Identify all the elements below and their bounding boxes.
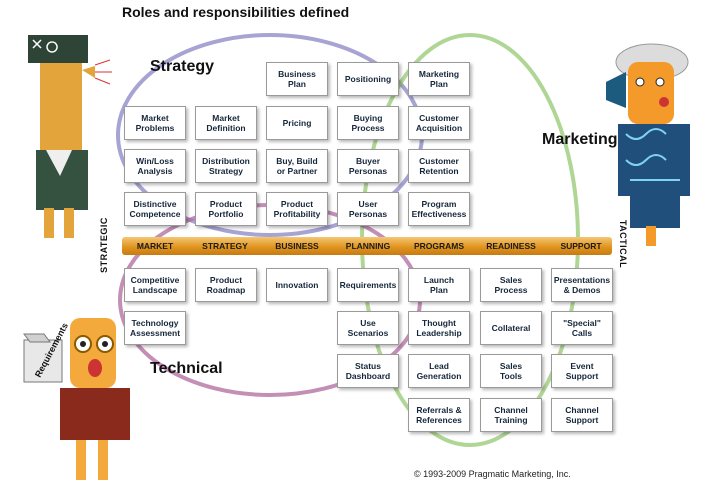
box-buy-build-partner: Buy, Build or Partner <box>266 149 328 183</box>
marketing-label: Marketing <box>542 131 618 148</box>
box-buying-process: Buying Process <box>337 106 399 140</box>
box-sales-tools: Sales Tools <box>480 354 542 388</box>
box-buyer-personas: Buyer Personas <box>337 149 399 183</box>
box-business-plan: Business Plan <box>266 62 328 96</box>
box-product-roadmap: Product Roadmap <box>195 268 257 302</box>
page-title: Roles and responsibilities defined <box>122 4 350 20</box>
box-innovation: Innovation <box>266 268 328 302</box>
box-event-support: Event Support <box>551 354 613 388</box>
marketing-character <box>606 43 690 246</box>
box-launch-plan: Launch Plan <box>408 268 470 302</box>
box-requirements: Requirements <box>337 268 399 302</box>
column-programs: PROGRAMS <box>413 241 465 251</box>
tactical-axis-label: TACTICAL <box>618 219 629 269</box>
box-channel-support: Channel Support <box>551 398 613 432</box>
box-distinctive-competence: Distinctive Competence <box>124 192 186 226</box>
column-support: SUPPORT <box>560 241 602 251</box>
strategy-character <box>28 35 112 238</box>
box-presentations-demos: Presentations & Demos <box>551 268 613 302</box>
column-planning: PLANNING <box>345 241 391 251</box>
technical-character <box>23 318 130 480</box>
box-channel-training: Channel Training <box>480 398 542 432</box>
box-status-dashboard: Status Dashboard <box>337 354 399 388</box>
box-thought-leadership: Thought Leadership <box>408 311 470 345</box>
box-lead-generation: Lead Generation <box>408 354 470 388</box>
strategic-axis-label: STRATEGIC <box>98 217 109 273</box>
box-product-profitability: Product Profitability <box>266 192 328 226</box>
box-competitive-landscape: Competitive Landscape <box>124 268 186 302</box>
column-market: MARKET <box>136 241 174 251</box>
category-band <box>122 237 612 255</box>
box-customer-retention: Customer Retention <box>408 149 470 183</box>
box-collateral: Collateral <box>480 311 542 345</box>
column-strategy: STRATEGY <box>202 241 248 251</box>
box-pricing: Pricing <box>266 106 328 140</box>
box-positioning: Positioning <box>337 62 399 96</box>
box-win-loss-analysis: Win/Loss Analysis <box>124 149 186 183</box>
box-customer-acquisition: Customer Acquisition <box>408 106 470 140</box>
strategy-label: Strategy <box>150 58 215 75</box>
box-product-portfolio: Product Portfolio <box>195 192 257 226</box>
box-program-effectiveness: Program Effectiveness <box>408 192 470 226</box>
box-marketing-plan: Marketing Plan <box>408 62 470 96</box>
box-sales-process: Sales Process <box>480 268 542 302</box>
box-referrals-references: Referrals & References <box>408 398 470 432</box>
box-market-problems: Market Problems <box>124 106 186 140</box>
box-technology-assessment: Technology Assessment <box>124 311 186 345</box>
box-special-calls: "Special" Calls <box>551 311 613 345</box>
box-use-scenarios: Use Scenarios <box>337 311 399 345</box>
column-business: BUSINESS <box>275 241 319 251</box>
box-user-personas: User Personas <box>337 192 399 226</box>
box-market-definition: Market Definition <box>195 106 257 140</box>
technical-label: Technical <box>150 360 223 377</box>
box-distribution-strategy: Distribution Strategy <box>195 149 257 183</box>
column-readiness: READINESS <box>486 241 536 251</box>
copyright-text: © 1993-2009 Pragmatic Marketing, Inc. <box>414 469 571 479</box>
